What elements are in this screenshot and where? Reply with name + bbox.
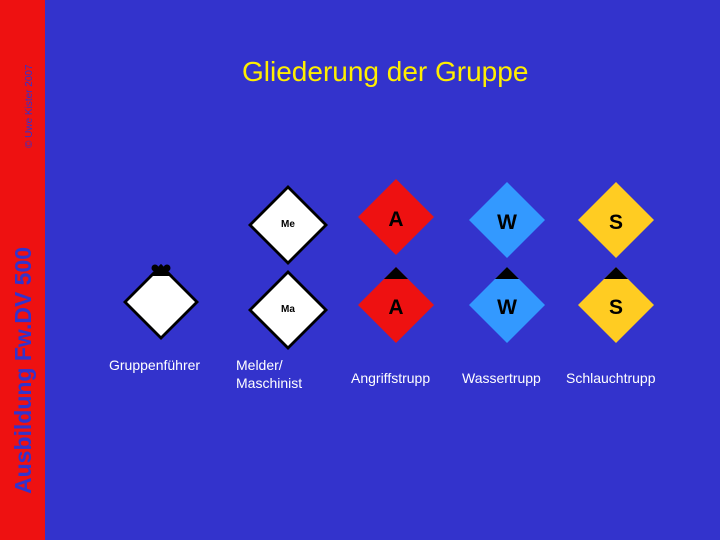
wassertrupp-diamond-icon <box>469 182 545 258</box>
melder-label: Me <box>281 219 295 230</box>
schlauchtrupp-label-top: S <box>608 211 623 234</box>
wassertrupp-diamond-icon <box>469 267 545 343</box>
maschinist-symbol: Ma <box>248 270 328 350</box>
gruppenfuehrer-diamond-icon <box>123 264 199 340</box>
gruppenfuehrer-symbol <box>121 262 201 342</box>
angriffstrupp-label-bottom: A <box>388 296 404 319</box>
angriffstrupp-diamond-icon <box>358 267 434 343</box>
schlauchtrupp-diamond-icon <box>578 267 654 343</box>
angriffstrupp-symbol-top: A <box>356 177 436 257</box>
caption-gruppenfuehrer: Gruppenführer <box>109 357 201 373</box>
wassertrupp-symbol-bottom: W <box>467 265 547 345</box>
sidebar: Ausbildung Fw.DV 500 © Uwe Kister 2007 <box>0 0 45 540</box>
wassertrupp-label-bottom: W <box>497 296 517 319</box>
slide-title: Gliederung der Gruppe <box>242 56 529 87</box>
angriffstrupp-symbol-bottom: A <box>356 265 436 345</box>
wassertrupp-label-top: W <box>497 211 517 234</box>
schlauchtrupp-symbol-bottom: S <box>576 265 656 345</box>
melder-diamond-icon <box>248 185 328 265</box>
angriffstrupp-label-top: A <box>388 208 404 231</box>
wassertrupp-symbol-top: W <box>467 180 547 260</box>
caption-wassertrupp: Wassertrupp <box>462 370 541 386</box>
schlauchtrupp-diamond-icon <box>578 182 654 258</box>
melder-symbol: Me <box>248 185 328 265</box>
caption-melder-line1: Melder/ <box>236 357 283 373</box>
schlauchtrupp-label-bottom: S <box>608 296 623 319</box>
caption-schlauchtrupp: Schlauchtrupp <box>566 370 656 386</box>
maschinist-diamond-icon <box>248 270 328 350</box>
copyright-notice: © Uwe Kister 2007 <box>24 64 35 148</box>
maschinist-label: Ma <box>281 304 295 315</box>
schlauchtrupp-symbol-top: S <box>576 180 656 260</box>
sidebar-title: Ausbildung Fw.DV 500 <box>10 246 36 494</box>
caption-melder-line2: Maschinist <box>236 375 303 391</box>
caption-angriffstrupp: Angriffstrupp <box>351 370 431 386</box>
angriffstrupp-diamond-icon <box>358 179 434 255</box>
